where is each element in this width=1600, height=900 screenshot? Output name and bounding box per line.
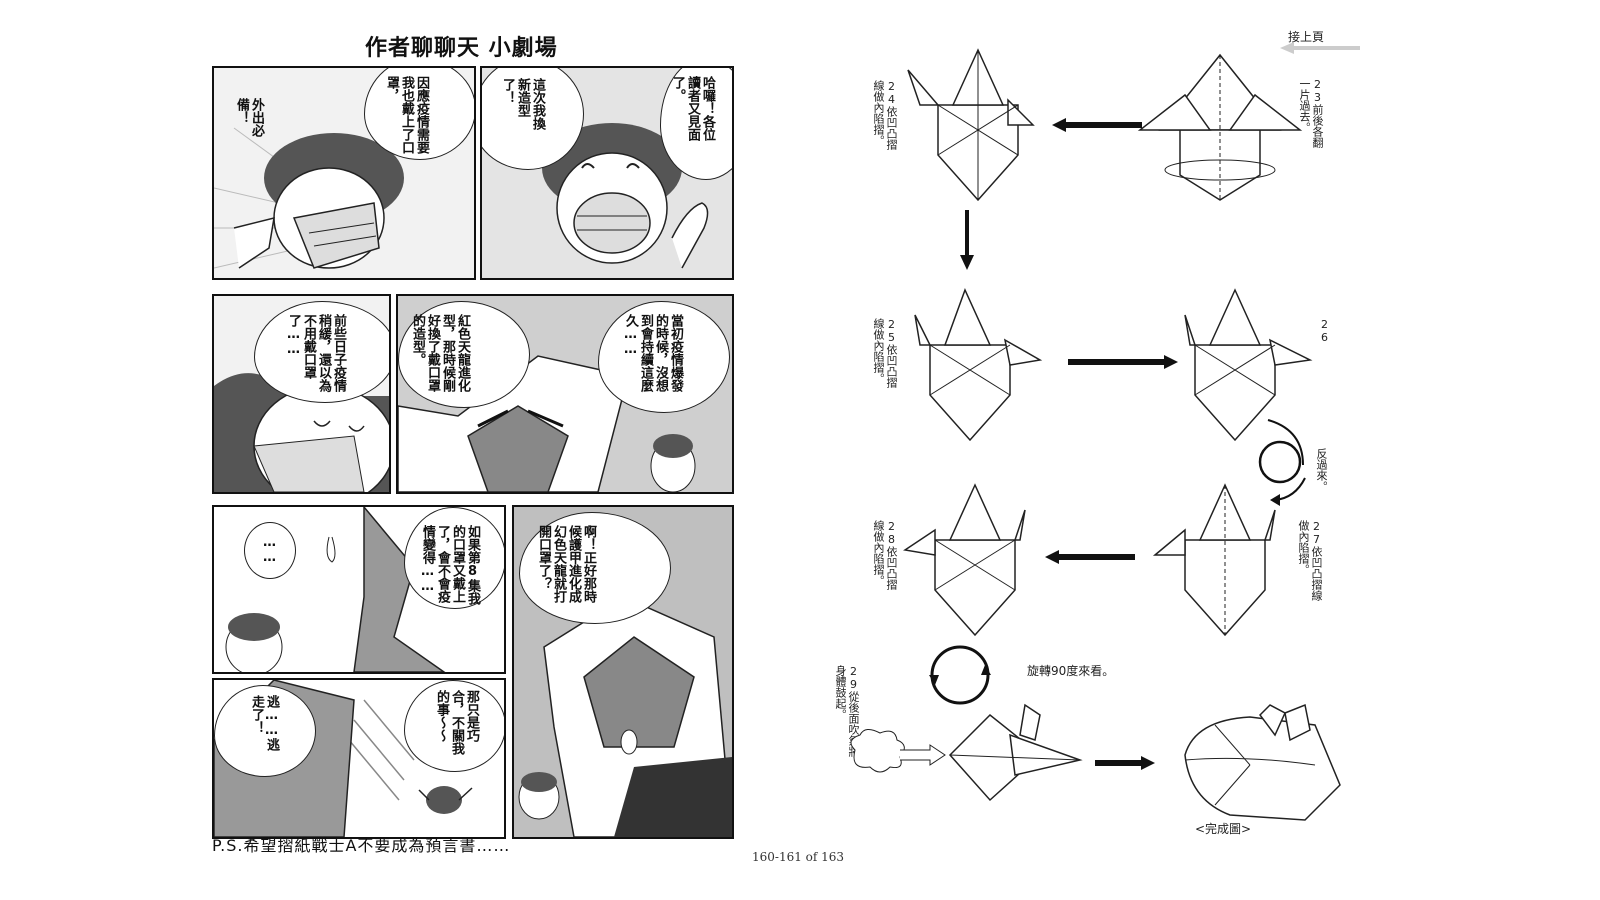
curved-arrow-icon bbox=[1270, 477, 1306, 506]
step-instruction: 依凹凸摺線做內陷摺。 bbox=[872, 80, 898, 150]
step-27-diagram bbox=[1152, 483, 1276, 637]
speech-bubble bbox=[404, 680, 504, 772]
complete-label: <完成圖> bbox=[1195, 822, 1252, 836]
arrow-right-icon bbox=[1068, 355, 1178, 369]
step-instruction: 依凹凸摺線做內陷摺。 bbox=[872, 318, 898, 388]
manga-panel-7: 逃……逃走了！ 那只是巧合，不關我的事〜〜 bbox=[212, 678, 506, 839]
right-page-origami: 接上頁 23前後各翻一片過去。 24依凹凸摺線做內陷摺。 bbox=[820, 0, 1400, 880]
manga-panel-3: 前些日子疫情稍緩，還以為不用戴口罩了…… bbox=[212, 294, 391, 494]
page-indicator: 160-161 of 163 bbox=[752, 850, 845, 864]
step-number: 27 bbox=[1310, 520, 1323, 546]
speech-bubble bbox=[482, 68, 584, 170]
panel-3-art bbox=[214, 373, 389, 492]
speech-bubble bbox=[598, 301, 730, 413]
step-27-text: 27依凹凸摺線做內陷摺。 bbox=[1293, 520, 1323, 605]
step-23-text: 23前後各翻一片過去。 bbox=[1298, 78, 1324, 158]
rotate-label: 旋轉90度來看。 bbox=[1027, 664, 1115, 678]
speech-bubble bbox=[519, 512, 671, 624]
speech-text: 外出必備！ bbox=[234, 98, 264, 137]
speech-text: 因應疫情需要我也戴上了口罩， bbox=[384, 76, 429, 154]
step-instruction: 依凹凸摺線做內陷摺。 bbox=[872, 520, 898, 590]
step-number: 29 bbox=[847, 665, 860, 691]
speech-bubble bbox=[660, 68, 732, 180]
step-number: 28 bbox=[885, 520, 898, 546]
manga-panel-1: 外出必備！ 因應疫情需要我也戴上了口罩， bbox=[212, 66, 476, 280]
step-number: 25 bbox=[885, 318, 898, 344]
step-instruction: 依凹凸摺線做內陷摺。 bbox=[1297, 520, 1323, 601]
speech-text: …… bbox=[262, 535, 277, 565]
continue-arrow-icon bbox=[1280, 42, 1360, 54]
step-24-diagram bbox=[907, 48, 1035, 202]
panel-5-art bbox=[225, 507, 446, 672]
speech-text: 那只是巧合，不關我的事〜〜 bbox=[434, 690, 479, 755]
flip-label: 反過來。 bbox=[1315, 448, 1328, 492]
step-instruction: 前後各翻一片過去。 bbox=[1298, 78, 1324, 148]
panel-1-art bbox=[214, 127, 404, 269]
speech-text: 前些日子疫情稍緩，還以為不用戴口罩了…… bbox=[286, 314, 346, 392]
arrow-left-icon bbox=[1052, 118, 1142, 132]
speech-text: 哈囉！各位讀者又見面了。 bbox=[670, 76, 715, 141]
step-25-text: 25依凹凸摺線做內陷摺。 bbox=[868, 318, 898, 388]
manga-panel-6: 啊！正好那時候護甲進化成幻色天龍就打開口罩了？ bbox=[512, 505, 734, 839]
step-24-text: 24依凹凸摺線做內陷摺。 bbox=[868, 80, 898, 150]
arrow-down-icon bbox=[960, 210, 974, 270]
left-page-manga: 作者聊聊天 小劇場 外出必備！ 因應疫情需要我也戴上了口罩， bbox=[200, 0, 745, 880]
step-23-diagram bbox=[1137, 53, 1303, 201]
speech-text: 如果第8集我的口罩又戴上了，會不會疫情變得…… bbox=[420, 525, 480, 605]
speech-text: 啊！正好那時候護甲進化成幻色天龍就打開口罩了？ bbox=[536, 525, 596, 603]
speech-text: 這次我換新造型了！ bbox=[500, 78, 545, 130]
speech-bubble bbox=[404, 507, 504, 609]
arrow-right-icon bbox=[1095, 756, 1155, 770]
flip-circle-icon bbox=[1258, 419, 1304, 484]
postscript: P.S.希望摺紙戰士A不要成為預言書…… bbox=[212, 836, 511, 855]
step-26-diagram bbox=[1184, 288, 1313, 442]
continue-label: 接上頁 bbox=[1288, 30, 1325, 44]
step-28-diagram bbox=[903, 483, 1026, 637]
step-26-number: 26 bbox=[1318, 318, 1331, 344]
speech-bubble bbox=[244, 522, 296, 579]
step-25-diagram bbox=[914, 288, 1043, 442]
manga-title: 作者聊聊天 小劇場 bbox=[365, 36, 558, 61]
rotate-circle-icon bbox=[929, 645, 991, 705]
speech-bubble bbox=[398, 301, 530, 408]
completed-figure-diagram bbox=[1184, 703, 1341, 821]
speech-text: 紅色天龍進化型，那時候剛好換了戴口罩的造型。 bbox=[410, 314, 470, 392]
speech-bubble bbox=[364, 68, 474, 160]
arrow-left-icon bbox=[1045, 550, 1135, 564]
step-28-text: 28依凹凸摺線做內陷摺。 bbox=[868, 520, 898, 595]
step-number: 23 bbox=[1311, 78, 1324, 104]
manga-panel-2: 這次我換新造型了！ 哈囉！各位讀者又見面了。 bbox=[480, 66, 734, 280]
speech-text: 逃……逃走了！ bbox=[249, 695, 279, 751]
step-number: 24 bbox=[885, 80, 898, 106]
speech-bubble bbox=[214, 685, 316, 777]
step-29-diagram bbox=[850, 703, 1083, 802]
speech-bubble bbox=[254, 301, 389, 403]
speech-text: 當初疫情爆發的時候，沒想到會持續這麼久…… bbox=[623, 314, 683, 392]
manga-panel-5: …… 如果第8集我的口罩又戴上了，會不會疫情變得…… bbox=[212, 505, 506, 674]
manga-panel-4: 紅色天龍進化型，那時候剛好換了戴口罩的造型。 當初疫情爆發的時候，沒想到會持續這… bbox=[396, 294, 734, 494]
